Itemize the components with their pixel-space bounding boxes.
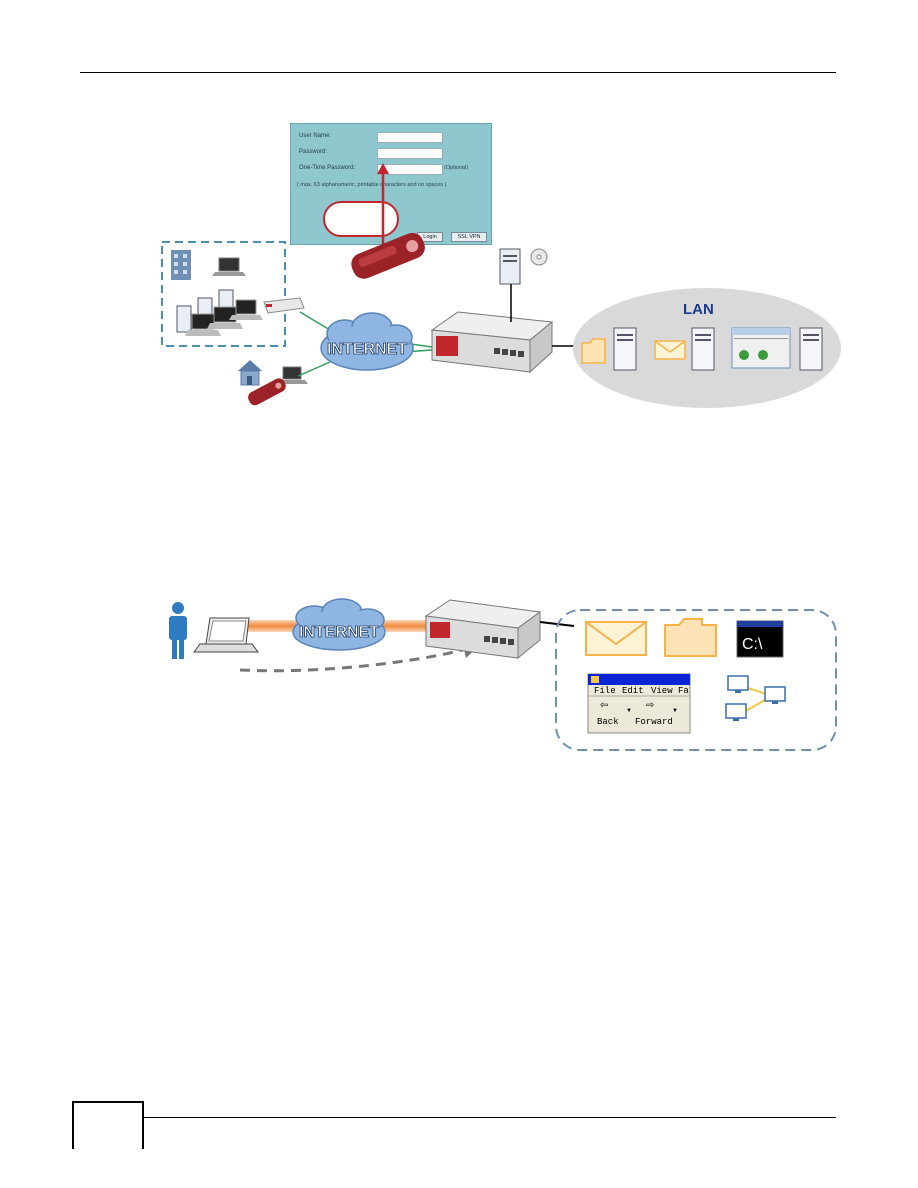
menu-edit: Edit: [622, 686, 644, 696]
user-laptop-icon: [193, 617, 259, 653]
internet-cloud-icon: [320, 312, 414, 371]
explorer-window-icon: File Edit View Fa ⇦ ⇨ Back Forward ▼ ▼: [587, 673, 691, 734]
home-link: [297, 361, 331, 377]
back-button-label: Back: [597, 717, 619, 727]
resources-link: [539, 621, 575, 627]
lan-mail-server-icon: [691, 327, 715, 371]
login-hint: ( max. 63 alphanumeric, printable charac…: [297, 182, 447, 188]
forward-dropdown-icon: ▼: [672, 708, 678, 714]
branch-link: [299, 311, 331, 331]
menu-view: View: [651, 686, 673, 696]
folder-icon: [664, 618, 717, 657]
user-icon: [169, 602, 187, 659]
office-building-icon: [171, 250, 191, 280]
lan-browser-window-icon: [731, 327, 791, 369]
forward-arrow-icon: ⇨: [646, 700, 654, 711]
lan-file-server-icon: [613, 327, 637, 371]
cd-icon: [530, 248, 548, 266]
server-icon: [499, 248, 521, 285]
sslvpn-button[interactable]: SSL VPN: [451, 232, 487, 242]
office-computers-icon: [176, 289, 263, 336]
branch-office-box: [161, 241, 286, 347]
otp-field[interactable]: [377, 164, 443, 175]
small-token-icon: [248, 378, 286, 406]
otp-label: One-Time Password:: [299, 165, 356, 171]
internet-label-2: INTERNET: [299, 624, 379, 641]
internet-label: INTERNET: [327, 341, 407, 358]
diagram2-graphics: INTERNET C:\: [169, 598, 837, 751]
lan-label: LAN: [683, 301, 714, 318]
back-dropdown-icon: ▼: [626, 708, 632, 714]
otp-token-icon: [351, 232, 425, 279]
house-icon: [238, 360, 262, 386]
footer-rule: [80, 1117, 836, 1118]
username-field[interactable]: [377, 132, 443, 143]
lan-folder-icon: [581, 338, 606, 364]
menu-favorites: Fa: [678, 686, 689, 696]
otp-optional-note: (Optional): [444, 165, 469, 171]
resources-box: [555, 609, 837, 751]
cmd-prompt-text: C:\: [742, 636, 763, 653]
laptop-icon: [212, 257, 246, 276]
internet-cloud-2-icon: [292, 598, 386, 651]
menu-file: File: [594, 686, 616, 696]
forward-button-label: Forward: [635, 717, 673, 727]
lan-web-server-icon: [799, 327, 823, 371]
otp-callout: [323, 201, 399, 237]
mail-icon: [585, 621, 647, 656]
lan-mail-icon: [654, 340, 686, 360]
otp-arrow-head: [377, 163, 389, 174]
back-arrow-icon: ⇦: [600, 700, 608, 711]
diagram1-graphics: INTERNET: [161, 163, 841, 408]
zywall-device-2-icon: [424, 599, 542, 660]
page-number-box: [72, 1101, 144, 1149]
password-field[interactable]: [377, 148, 443, 159]
header-rule: [80, 72, 836, 73]
username-label: User Name:: [299, 133, 332, 139]
branch-router-icon: [263, 297, 305, 314]
access-arrow: [239, 646, 471, 673]
command-prompt-icon: C:\: [736, 620, 784, 658]
network-computers-icon: [725, 675, 786, 721]
password-label: Password:: [299, 149, 328, 155]
zywall-device-icon: [430, 311, 554, 374]
